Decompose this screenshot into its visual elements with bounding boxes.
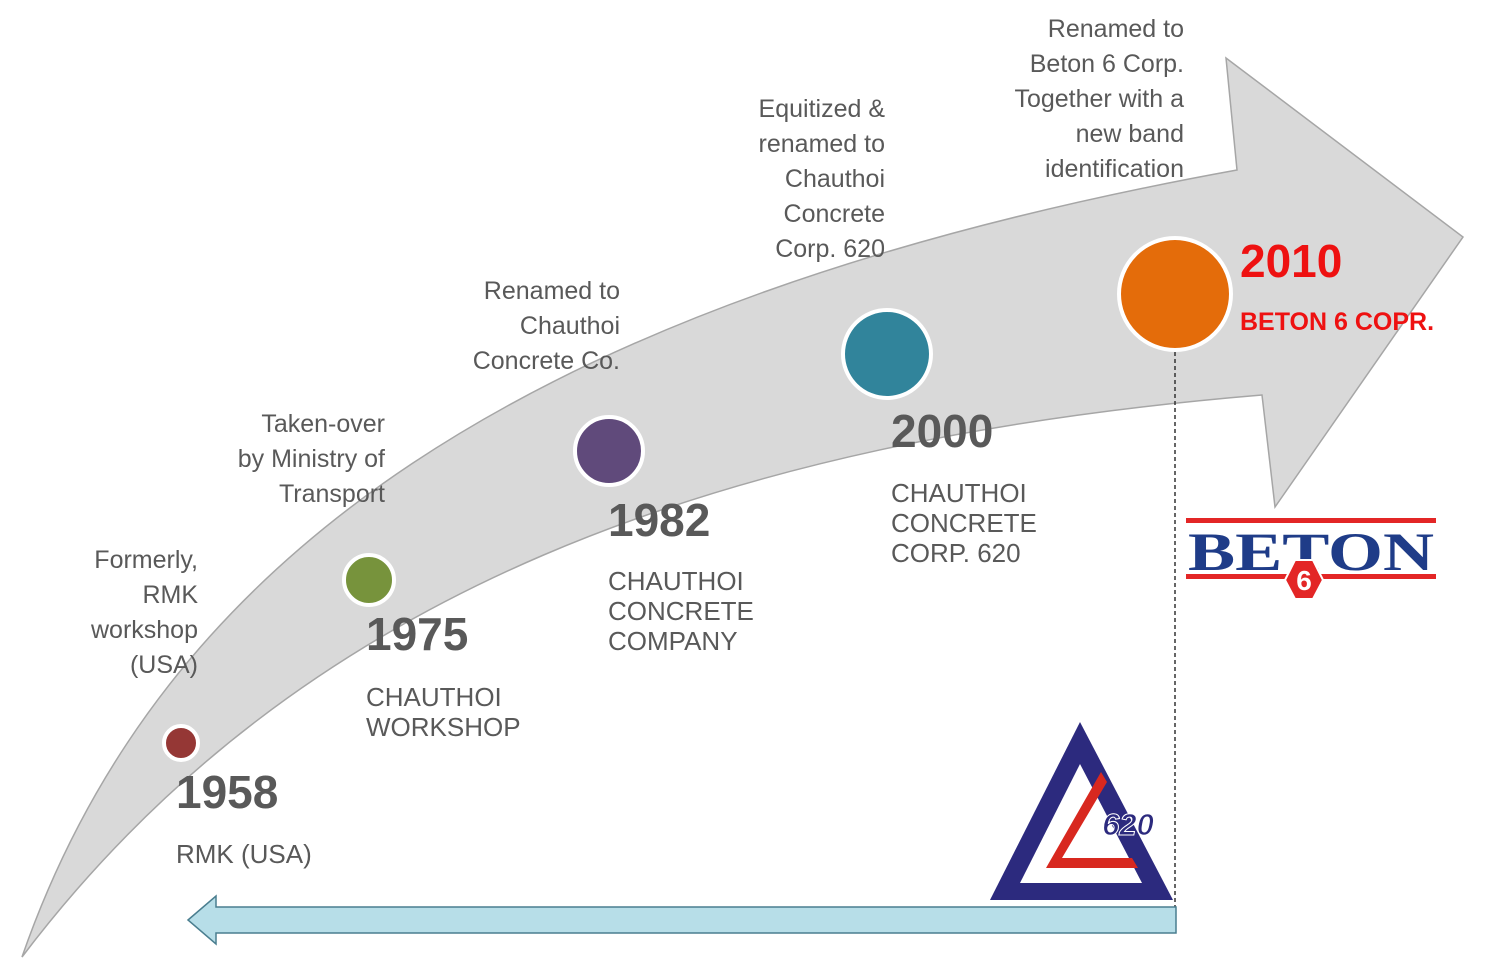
milestone-dot-1982 bbox=[573, 415, 645, 487]
name-line: CORP. 620 bbox=[891, 538, 1021, 568]
description-line: renamed to bbox=[758, 130, 885, 158]
description-line: (USA) bbox=[129, 651, 198, 679]
description-line: Corp. 620 bbox=[775, 235, 885, 263]
milestone-2000-name: CHAUTHOI CONCRETE CORP. 620 bbox=[891, 478, 1037, 568]
milestone-1982-name: CHAUTHOI CONCRETE COMPANY bbox=[608, 566, 754, 656]
milestone-2000-description: Equitized & renamed to Chauthoi Concrete… bbox=[759, 92, 885, 267]
description-line: Renamed to bbox=[483, 277, 620, 305]
description-line: Transport bbox=[278, 480, 385, 508]
milestone-1975-description: Taken-over by Ministry of Transport bbox=[238, 407, 385, 512]
name-line: CONCRETE bbox=[608, 596, 754, 626]
milestone-1958-year: 1958 bbox=[176, 766, 279, 818]
milestone-2010-description: Renamed to Beton 6 Corp. Together with a… bbox=[1014, 12, 1184, 187]
description-line: workshop bbox=[91, 616, 198, 644]
name-line: CHAUTHOI bbox=[891, 478, 1027, 508]
description-line: Concrete bbox=[783, 200, 885, 228]
description-line: identification bbox=[1045, 155, 1184, 183]
description-line: RMK bbox=[142, 581, 198, 609]
milestone-dot-1975 bbox=[342, 553, 396, 607]
description-line: Together with a bbox=[1014, 85, 1184, 113]
name-line: CONCRETE bbox=[891, 508, 1037, 538]
milestone-dot-1958 bbox=[162, 724, 200, 762]
description-line: Taken-over bbox=[261, 410, 385, 438]
description-line: Renamed to bbox=[1047, 15, 1184, 43]
description-line: Formerly, bbox=[94, 546, 198, 574]
description-line: Chauthoi bbox=[784, 165, 885, 193]
milestone-dot-2000 bbox=[841, 308, 933, 400]
back-arrow bbox=[186, 894, 1177, 946]
description-line: by Ministry of bbox=[237, 445, 385, 473]
description-line: Concrete Co. bbox=[472, 347, 620, 375]
c620-logo-number: 620 bbox=[1102, 807, 1154, 842]
name-line: BETON 6 COPR. bbox=[1240, 308, 1435, 336]
milestone-1975-name: CHAUTHOI WORKSHOP bbox=[366, 682, 521, 742]
milestone-1958-name: RMK (USA) bbox=[176, 839, 312, 869]
description-line: Equitized & bbox=[758, 95, 885, 123]
name-line: WORKSHOP bbox=[366, 712, 521, 742]
milestone-1975-year: 1975 bbox=[366, 608, 469, 660]
name-line: CHAUTHOI bbox=[608, 566, 744, 596]
name-line: COMPANY bbox=[608, 626, 738, 656]
milestone-1958-description: Formerly, RMK workshop (USA) bbox=[91, 543, 198, 683]
milestone-1982-year: 1982 bbox=[608, 494, 711, 546]
milestone-dot-2010 bbox=[1117, 236, 1233, 352]
milestone-2010-name: BETON 6 COPR. bbox=[1240, 307, 1434, 337]
beton6-logo-number: 6 bbox=[1296, 565, 1312, 596]
milestone-2010-year: 2010 bbox=[1240, 235, 1343, 287]
name-line: RMK (USA) bbox=[176, 839, 312, 869]
growth-arrow bbox=[21, 56, 1465, 958]
milestone-1982-description: Renamed to Chauthoi Concrete Co. bbox=[473, 274, 620, 379]
c620-logo: 620 bbox=[990, 722, 1173, 900]
name-line: CHAUTHOI bbox=[366, 682, 502, 712]
milestone-2000-year: 2000 bbox=[891, 405, 994, 457]
beton6-logo: BETON 6 bbox=[1186, 518, 1436, 600]
description-line: Beton 6 Corp. bbox=[1029, 50, 1184, 78]
description-line: Chauthoi bbox=[519, 312, 620, 340]
description-line: new band bbox=[1075, 120, 1184, 148]
